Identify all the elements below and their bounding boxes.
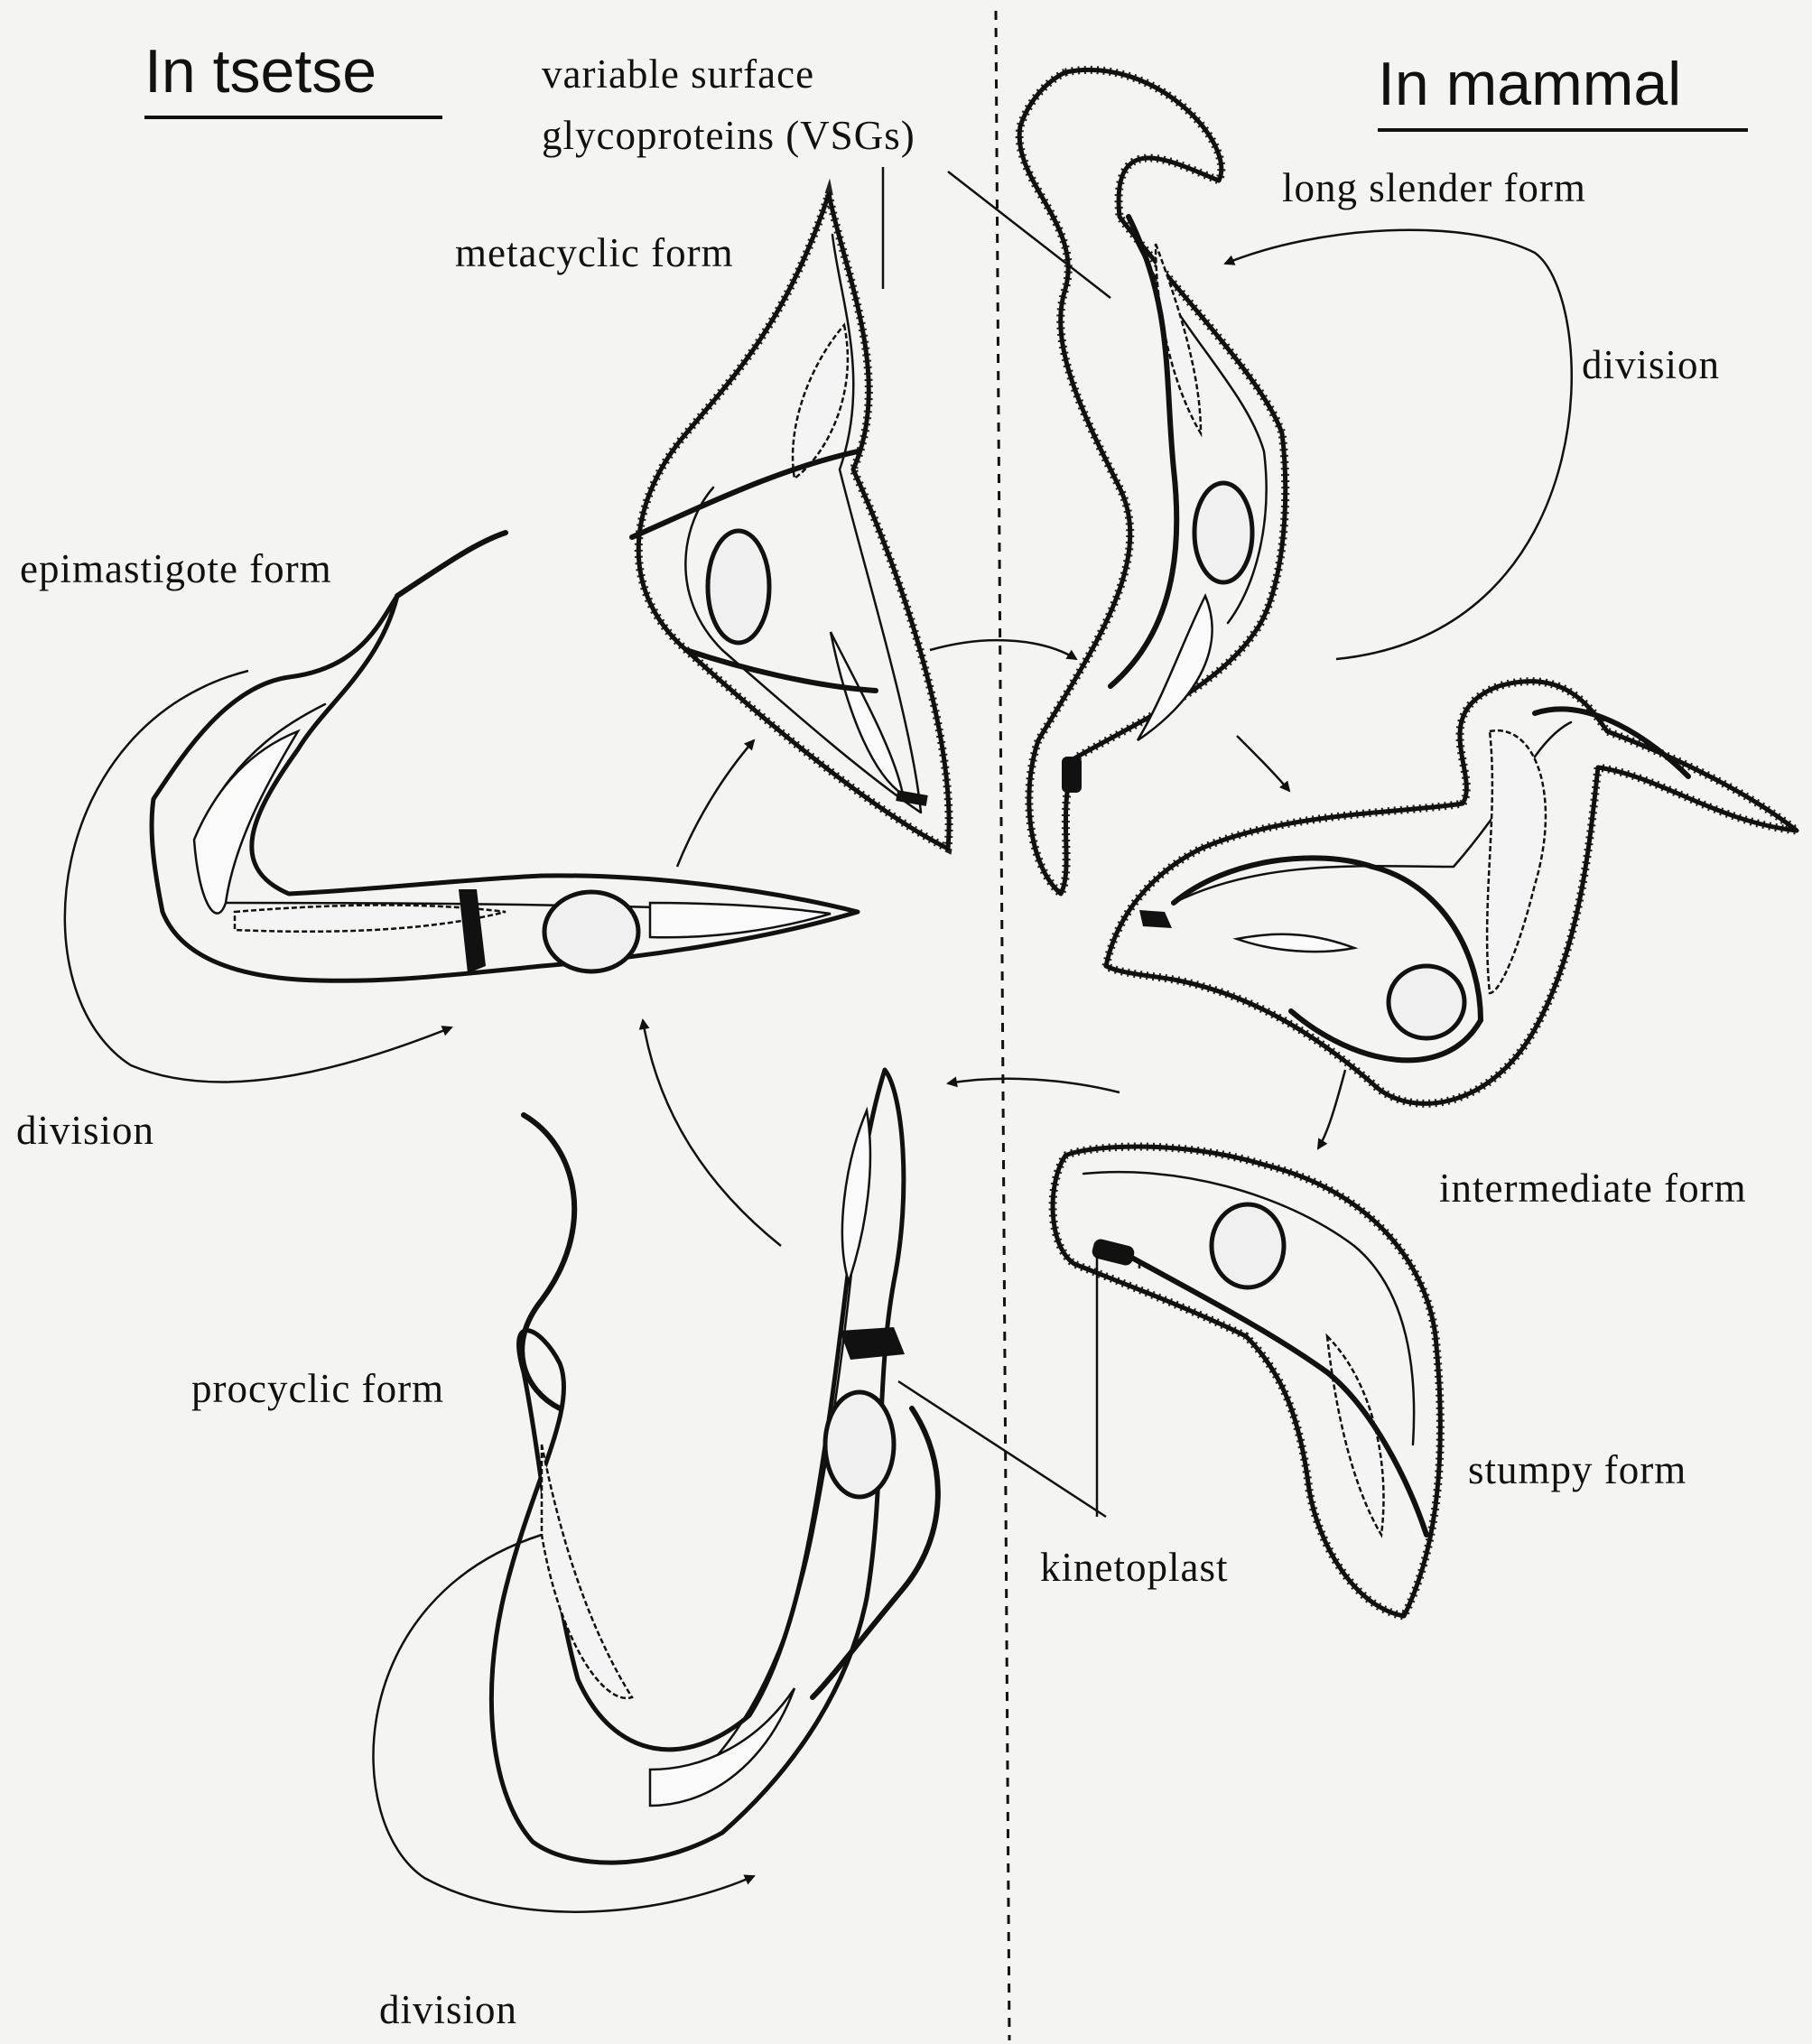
- arrow-metacyclic-to-slender: [930, 640, 1076, 659]
- label-epimastigote-form: epimastigote form: [20, 545, 332, 592]
- vsg-pointer-slender: [948, 172, 1110, 298]
- arrow-epimastigote-division: [65, 671, 451, 1082]
- metacyclic-form-cell: [632, 194, 949, 849]
- label-stumpy-form: stumpy form: [1468, 1446, 1687, 1493]
- intermediate-form-cell: [1106, 682, 1797, 1104]
- arrow-epimastigote-to-metacyclic: [677, 740, 754, 867]
- label-procyclic-form: procyclic form: [191, 1365, 444, 1412]
- label-vsg-line2: glycoproteins (VSGs): [542, 112, 915, 159]
- pointer-lines: [883, 167, 1139, 1517]
- header-in-tsetse-underline: [144, 116, 442, 119]
- arrow-procyclic-to-epimastigote: [643, 1020, 781, 1246]
- arrow-stumpy-to-procyclic: [948, 1079, 1120, 1092]
- cycle-arrows: [65, 230, 1572, 1912]
- label-metacyclic-form: metacyclic form: [455, 229, 734, 276]
- arrow-slender-to-intermediate: [1237, 736, 1289, 791]
- arrow-intermediate-to-stumpy: [1318, 1070, 1345, 1148]
- label-division-mammal: division: [1582, 341, 1720, 388]
- host-divider-line: [996, 11, 1009, 2040]
- label-division-epimastigote: division: [16, 1107, 154, 1154]
- label-kinetoplast: kinetoplast: [1040, 1544, 1228, 1591]
- arrow-slender-division: [1225, 230, 1572, 659]
- procyclic-form-cell: [491, 1070, 937, 1863]
- long-slender-form-cell: [1019, 70, 1286, 894]
- header-in-mammal: In mammal: [1378, 49, 1681, 119]
- label-intermediate-form: intermediate form: [1439, 1165, 1747, 1212]
- label-vsg-line1: variable surface: [542, 51, 814, 98]
- label-division-procyclic: division: [379, 1986, 517, 2033]
- header-in-tsetse: In tsetse: [144, 36, 376, 107]
- label-long-slender-form: long slender form: [1282, 164, 1586, 211]
- header-in-mammal-underline: [1378, 128, 1748, 132]
